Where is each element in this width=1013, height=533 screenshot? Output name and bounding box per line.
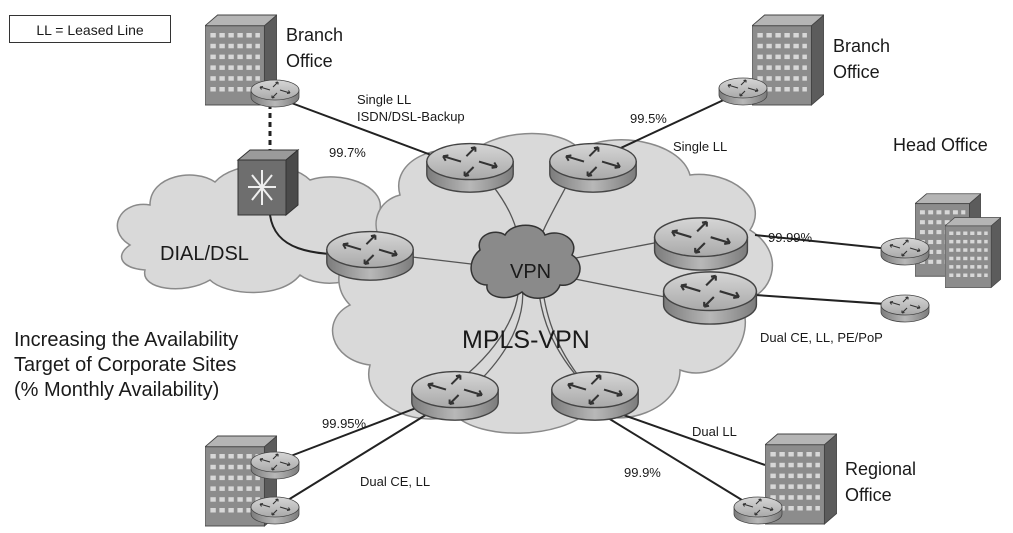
ce-router-branch-tr xyxy=(718,77,768,106)
label-head-office: Head Office xyxy=(893,135,988,155)
label-line: ISDN/DSL-Backup xyxy=(357,109,465,124)
label-branch-office-tl: Branch Office xyxy=(286,22,343,74)
ce-router-head-1 xyxy=(880,237,930,266)
label-line: Office xyxy=(833,62,880,82)
caption-line: (% Monthly Availability) xyxy=(14,379,220,401)
label-single-ll: Single LL xyxy=(673,139,728,154)
ce-router-regional xyxy=(733,496,783,525)
label-dial-dsl: DIAL/DSL xyxy=(160,243,249,265)
label-single-ll-isdn: Single LL ISDN/DSL-Backup xyxy=(357,91,465,125)
link-head-2 xyxy=(754,294,901,306)
pe-router-top-right xyxy=(548,142,638,194)
caption-line: Target of Corporate Sites xyxy=(14,354,237,376)
label-avail-99-9: 99.9% xyxy=(624,465,661,480)
label-line: Branch xyxy=(286,25,344,45)
label-line: Branch xyxy=(833,36,891,56)
building-head-2 xyxy=(945,216,1001,289)
label-branch-office-tr: Branch Office xyxy=(833,33,890,85)
link-bl-2 xyxy=(274,399,451,509)
pe-router-bottom-left xyxy=(410,370,500,422)
vpn-cloud xyxy=(470,224,581,299)
label-avail-99-5: 99.5% xyxy=(630,111,667,126)
label-avail-99-99: 99.99% xyxy=(768,230,813,245)
pe-router-head-1 xyxy=(653,216,749,272)
label-line: Regional xyxy=(845,459,917,479)
label-regional-office: Regional Office xyxy=(845,456,916,508)
link-regional-2 xyxy=(594,409,756,509)
legend-box: LL = Leased Line xyxy=(9,15,171,43)
pe-router-top-left xyxy=(425,142,515,194)
caption-line: Increasing the Availability xyxy=(14,329,239,351)
legend-text: LL = Leased Line xyxy=(36,22,144,38)
access-switch xyxy=(236,148,300,217)
link-head-1 xyxy=(754,234,901,251)
label-avail-99-7: 99.7% xyxy=(329,145,366,160)
ce-router-bl-2 xyxy=(250,496,300,525)
label-dual-ll: Dual LL xyxy=(692,424,737,439)
ce-router-bl-1 xyxy=(250,451,300,480)
label-line: Office xyxy=(845,485,892,505)
pe-router-bottom-right xyxy=(550,370,640,422)
label-dual-ce-ll: Dual CE, LL xyxy=(360,474,431,489)
label-dual-ce-ll-pe-pop: Dual CE, LL, PE/PoP xyxy=(760,330,883,345)
ce-router-head-2 xyxy=(880,294,930,323)
link-branch-tl-pe xyxy=(269,94,451,163)
label-avail-99-95: 99.95% xyxy=(322,416,367,431)
label-line: Single LL xyxy=(357,92,412,107)
caption: Increasing the Availability Target of Co… xyxy=(14,328,238,403)
label-vpn: VPN xyxy=(510,261,552,283)
ce-router-branch-tl xyxy=(250,79,300,108)
label-mpls-vpn: MPLS-VPN xyxy=(462,326,590,354)
label-line: Office xyxy=(286,51,333,71)
pe-router-head-2 xyxy=(662,270,758,326)
pe-router-dial xyxy=(325,230,415,282)
